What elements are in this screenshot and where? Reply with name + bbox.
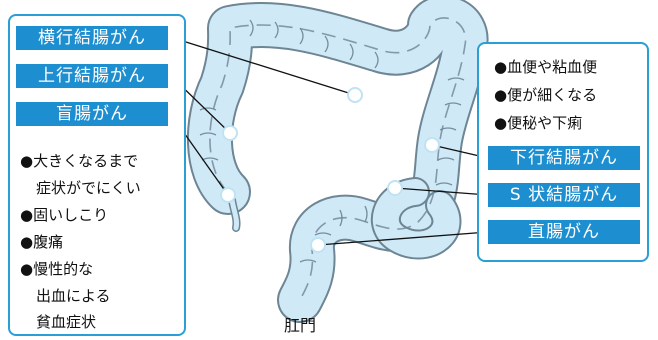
lesion-ascending	[223, 126, 237, 140]
right-symptom-3: ●便秘や下痢	[494, 112, 582, 134]
colon-body	[200, 18, 466, 300]
left-symptom-7: 貧血症状	[36, 311, 96, 333]
lesion-rectum	[311, 238, 325, 252]
right-symptom-1: ●血便や粘血便	[494, 56, 597, 78]
label-rectal-cancer: 直腸がん	[488, 220, 640, 244]
left-symptom-2: 症状がでにくい	[36, 177, 141, 199]
label-cecum-cancer: 盲腸がん	[16, 102, 168, 126]
left-symptom-6: 出血による	[36, 285, 111, 307]
label-sigmoid-colon-cancer: S 状結腸がん	[488, 183, 640, 207]
left-symptom-3: ●固いしこり	[20, 204, 108, 226]
anus-label: 肛門	[284, 312, 316, 336]
label-descending-colon-cancer: 下行結腸がん	[488, 146, 640, 170]
lesion-descending	[425, 138, 439, 152]
left-symptom-1: ●大きくなるまで	[20, 150, 138, 172]
right-symptom-2: ●便が細くなる	[494, 84, 597, 106]
label-ascending-colon-cancer: 上行結腸がん	[16, 64, 168, 88]
left-symptom-5: ●慢性的な	[20, 258, 93, 280]
lesion-sigmoid	[388, 181, 402, 195]
left-symptom-4: ●腹痛	[20, 231, 63, 253]
label-transverse-colon-cancer: 横行結腸がん	[16, 26, 168, 50]
lesion-cecum	[221, 188, 235, 202]
lesion-transverse	[348, 88, 362, 102]
